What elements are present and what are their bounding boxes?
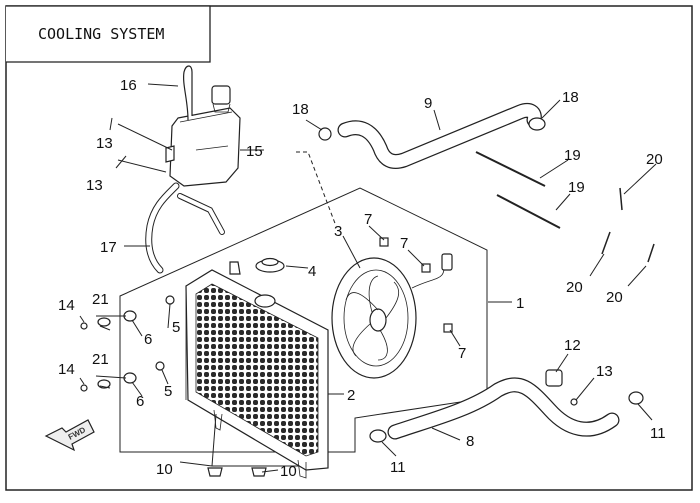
mounting-hardware [80,295,267,477]
callout-3: 3 [334,223,342,240]
callout-1: 1 [516,295,524,312]
callout-9: 9 [424,95,432,112]
fan-bolts [379,237,453,333]
callout-7b: 7 [400,235,408,252]
callout-7c: 7 [458,345,466,362]
callout-15: 15 [246,143,263,160]
lower-radiator-hose [387,377,620,440]
callout-17: 17 [100,239,117,256]
callout-10b: 10 [280,463,297,480]
overflow-hose [182,65,193,121]
title-box: COOLING SYSTEM [6,5,211,63]
callout-13a: 13 [96,135,113,152]
callout-21a: 21 [92,291,109,308]
callout-14a: 14 [58,297,75,314]
callout-8: 8 [466,433,474,450]
callout-16: 16 [120,77,137,94]
radiator [185,261,329,479]
callout-19b: 19 [568,179,585,196]
callout-11a: 11 [390,459,406,476]
callout-21b: 21 [92,351,109,368]
callout-5a: 5 [172,319,180,336]
callout-14b: 14 [58,361,75,378]
callout-10a: 10 [156,461,173,478]
callout-11b: 11 [650,425,666,442]
callout-7a: 7 [364,211,372,228]
callout-labels: 1 2 3 4 5 5 6 6 7 7 7 8 9 10 10 11 11 12… [58,77,666,480]
leader-lines [79,83,657,473]
coolant-reservoir [165,85,241,187]
forward-direction-arrow: FWD [44,419,95,452]
callout-6b: 6 [136,393,144,410]
callout-20a: 20 [646,151,663,168]
radiator-cap [255,257,285,273]
callout-13c: 13 [596,363,613,380]
cable-ties [475,151,561,229]
callout-20c: 20 [606,289,623,306]
callout-20b: 20 [566,279,583,296]
callout-18b: 18 [562,89,579,106]
cooling-fan [331,253,453,379]
callout-6a: 6 [144,331,152,348]
callout-18a: 18 [292,101,309,118]
callout-12: 12 [564,337,581,354]
upper-radiator-hose [337,102,542,169]
lower-clamps-brackets [369,369,644,443]
hose-clamps-18 [318,117,546,141]
callout-19a: 19 [564,147,581,164]
page-title: COOLING SYSTEM [38,25,164,43]
callout-13b: 13 [86,177,103,194]
hose-clips [601,187,655,263]
assembly-outline [119,187,488,453]
callout-4: 4 [308,263,316,280]
callout-2: 2 [347,387,355,404]
outer-frame [5,5,693,491]
callout-5b: 5 [164,383,172,400]
